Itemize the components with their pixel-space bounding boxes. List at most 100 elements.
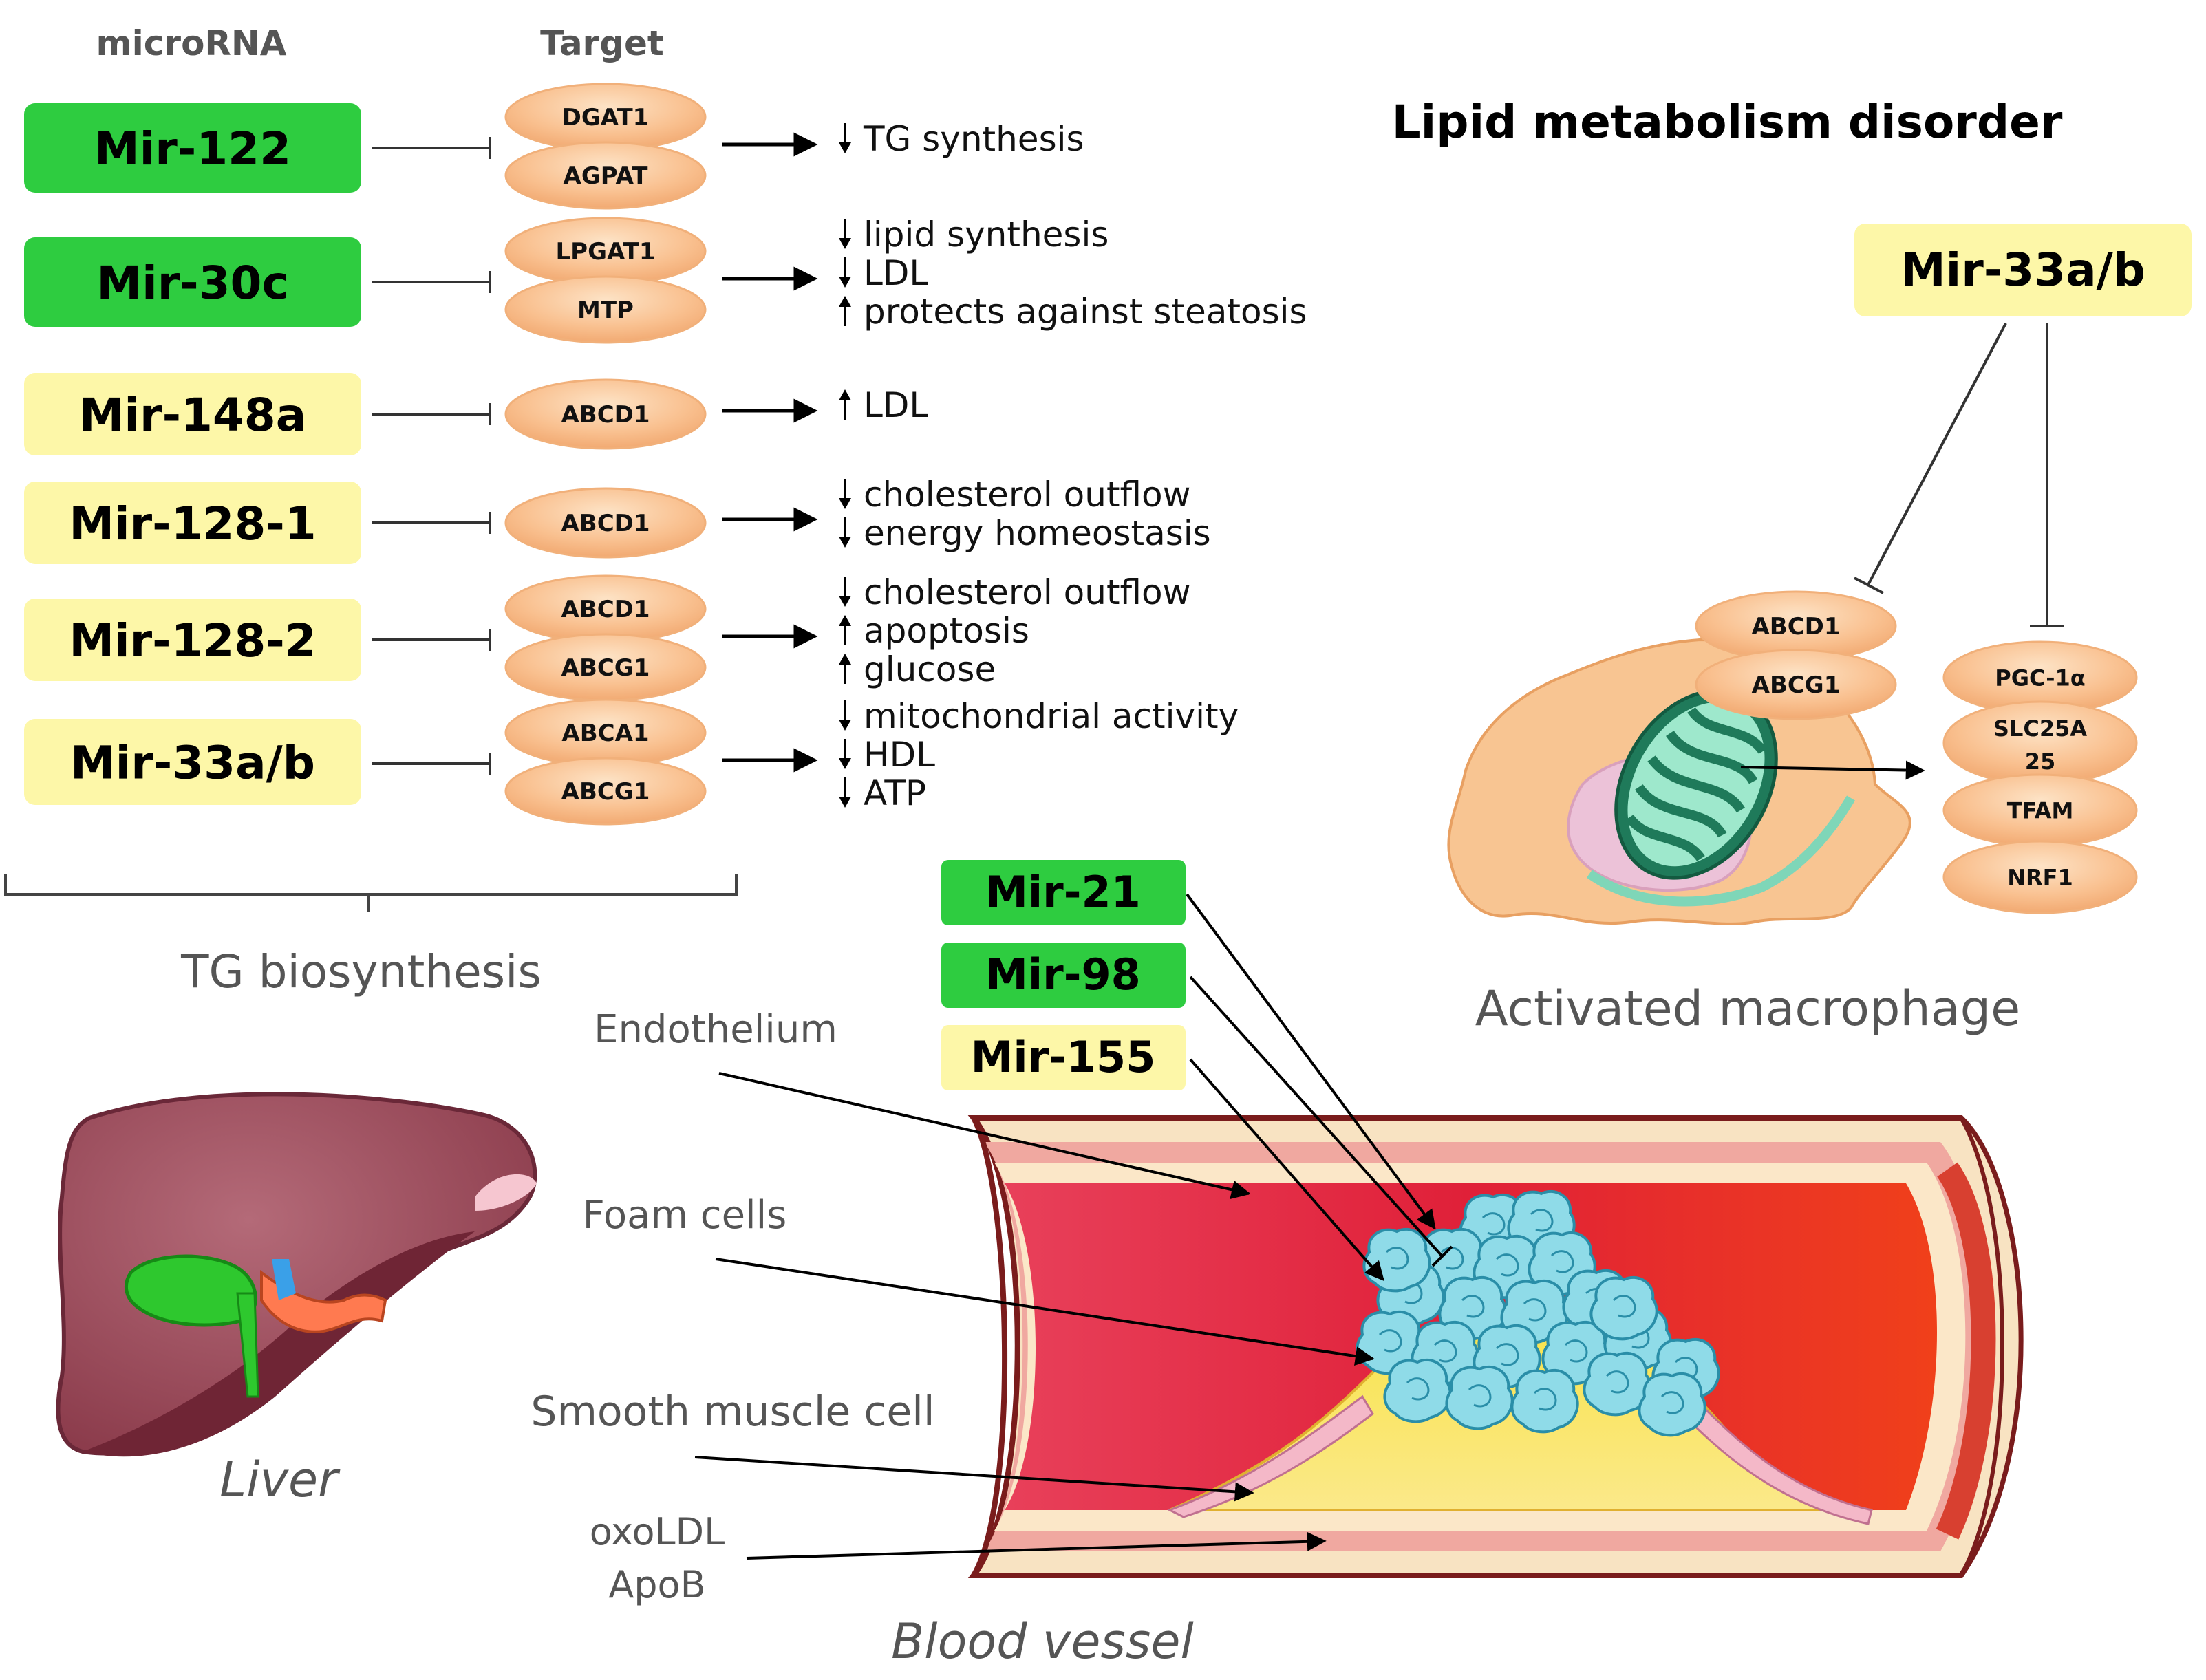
- macrophage-inhibit-left-bar: [1854, 577, 1884, 594]
- vessel-mirna-label: Mir-21: [985, 867, 1141, 917]
- target-ellipse: ABCD1: [504, 378, 707, 450]
- target-ellipse-label: AGPAT: [564, 162, 649, 190]
- effect-text: LDL: [864, 385, 928, 425]
- hepatic-artery: [272, 1259, 296, 1300]
- mirna-label: Mir-128-2: [69, 614, 316, 667]
- target-ellipse-label: LPGAT1: [555, 238, 655, 266]
- down-arrow-icon: [839, 739, 851, 769]
- endothelium-label: Endothelium: [594, 1007, 837, 1052]
- target-ellipse: ABCD1: [504, 574, 707, 643]
- foam-cell-icon: [1589, 1275, 1658, 1341]
- target-ellipse: ABCG1: [504, 757, 707, 826]
- macrophage-inhibit-left: [1867, 323, 2007, 585]
- foam-cells-label: Foam cells: [583, 1193, 787, 1238]
- macrophage-target-ellipse: SLC25A 25: [1942, 700, 2138, 786]
- down-arrow-icon: [839, 700, 851, 731]
- foam-cell-icon: [1510, 1368, 1579, 1434]
- vessel-mirna-box: Mir-21: [941, 860, 1186, 925]
- up-arrow-icon: [839, 296, 851, 326]
- header-microrna: microRNA: [96, 23, 287, 63]
- up-arrow-icon: [839, 654, 851, 684]
- foam-cell-icon: [1383, 1358, 1452, 1423]
- macrophage-target-ellipse: ABCG1: [1695, 649, 1897, 720]
- mirna-label: Mir-122: [94, 122, 291, 175]
- down-arrow-icon: [839, 123, 851, 153]
- mirna-box: [24, 373, 361, 455]
- mitochondria-arrow: [1740, 760, 1925, 780]
- effect-text: cholesterol outflow: [864, 475, 1191, 515]
- macrophage-target-ellipse: ABCD1: [1695, 590, 1897, 662]
- mirna-label: Mir-148a: [79, 389, 307, 442]
- vessel-mirna-label: Mir-98: [985, 949, 1141, 1000]
- macrophage-mir-box: [1854, 224, 2192, 316]
- liver-illustration: [56, 1092, 537, 1457]
- smooth-muscle-band-right: [1688, 1401, 1873, 1525]
- bile-duct: [236, 1292, 259, 1398]
- mirna-row: Mir-148a ABCD1 LDL: [24, 373, 928, 455]
- effect-text: ATP: [864, 773, 926, 813]
- vessel-mirna-label: Mir-155: [971, 1032, 1156, 1082]
- target-ellipse: ABCD1: [504, 487, 707, 559]
- oxoldl-label: oxoLDL: [590, 1510, 725, 1553]
- foam-cell-icon: [1362, 1227, 1431, 1293]
- down-arrow-icon: [839, 219, 851, 249]
- target-ellipse-label: DGAT1: [562, 104, 650, 131]
- target-ellipse: ABCG1: [504, 633, 707, 702]
- mir155-pointer: [1189, 1058, 1384, 1282]
- smooth-muscle-pointer: [694, 1456, 1254, 1502]
- foam-cells: [1356, 1189, 1720, 1437]
- target-ellipse: LPGAT1: [504, 217, 707, 286]
- diagram-title: Lipid metabolism disorder: [1392, 96, 2063, 149]
- effect-text: lipid synthesis: [864, 215, 1109, 255]
- vessel-mirna-box: Mir-155: [941, 1025, 1186, 1090]
- target-ellipse-label: ABCD1: [561, 401, 650, 429]
- down-arrow-icon: [839, 517, 851, 548]
- liver-lower-lobe: [83, 1231, 475, 1457]
- blood-vessel-label: Blood vessel: [891, 1613, 1194, 1670]
- foam-cell-icon: [1638, 1372, 1706, 1437]
- down-arrow-icon: [839, 257, 851, 288]
- target-ellipse-label: ABCD1: [561, 596, 650, 623]
- down-arrow-icon: [839, 577, 851, 607]
- target-ellipse-label: ABCG1: [561, 778, 650, 806]
- mirna-box: [24, 103, 361, 193]
- mirna-label: Mir-33a/b: [70, 737, 315, 790]
- macrophage-target-label: 25: [2025, 749, 2056, 775]
- macrophage-target-ellipse-label: TFAM: [2007, 798, 2074, 824]
- up-arrow-icon: [839, 615, 851, 645]
- target-ellipse-label: ABCA1: [561, 720, 649, 747]
- macrophage-target-ellipse: TFAM: [1942, 773, 2138, 848]
- apob-label: ApoB: [608, 1563, 705, 1606]
- target-ellipse: MTP: [504, 275, 707, 344]
- down-arrow-icon: [839, 479, 851, 509]
- macrophage-target-ellipse-label: ABCG1: [1752, 671, 1841, 699]
- endothelium-pointer: [718, 1072, 1251, 1200]
- vessel-right-opening: [1959, 1116, 2023, 1577]
- macrophage-target-ellipse-label: PGC-1α: [1995, 665, 2085, 691]
- liver-label: Liver: [219, 1452, 341, 1508]
- header-target: Target: [540, 23, 664, 63]
- effect-text: TG synthesis: [863, 119, 1084, 159]
- target-ellipse-label: ABCD1: [561, 510, 650, 537]
- mirna-box: [24, 719, 361, 805]
- macrophage-er: [1586, 795, 1856, 907]
- portal-vein: [260, 1270, 387, 1333]
- effect-text: LDL: [864, 253, 928, 293]
- macrophage-target-label: SLC25A: [1993, 715, 2087, 742]
- macrophage-target-ellipse-label: NRF1: [2007, 865, 2073, 891]
- mirna-box: [24, 599, 361, 681]
- liver-tip: [475, 1174, 537, 1211]
- tg-biosynthesis-label: TG biosynthesis: [180, 945, 542, 998]
- target-ellipse: AGPAT: [504, 141, 707, 210]
- blood-vessel-illustration: [967, 1115, 2024, 1578]
- effect-text: glucose: [864, 649, 996, 689]
- foam-cells-pointer: [715, 1258, 1375, 1366]
